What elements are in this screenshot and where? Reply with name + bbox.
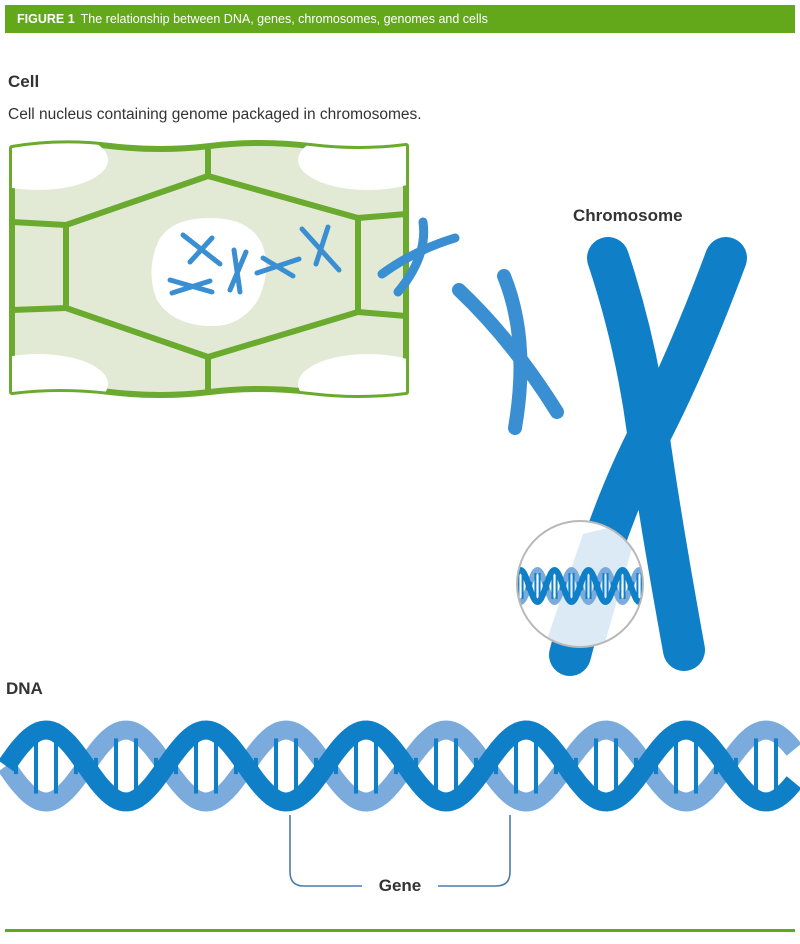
gene-bracket bbox=[289, 815, 511, 887]
figure-label: FIGURE 1 bbox=[17, 12, 75, 26]
nucleus bbox=[151, 218, 267, 327]
vacuole bbox=[298, 143, 406, 190]
plant-cell bbox=[9, 140, 460, 398]
dna-front-strand bbox=[517, 566, 643, 606]
chromosome-title: Chromosome bbox=[573, 206, 683, 225]
small-chromosome bbox=[254, 255, 302, 279]
nucleus-chromosomes bbox=[167, 224, 342, 296]
magnifier-lens bbox=[516, 520, 644, 648]
small-chromosome bbox=[167, 277, 215, 296]
dna-back-strand bbox=[0, 720, 800, 812]
figure-header: FIGURE 1 The relationship between DNA, g… bbox=[5, 5, 795, 33]
small-chromosome bbox=[299, 224, 342, 273]
gene-label: Gene bbox=[378, 876, 422, 895]
vacuole bbox=[12, 354, 108, 395]
dna-front-strand bbox=[0, 720, 800, 812]
vacuole bbox=[298, 354, 406, 395]
free-chromosome bbox=[452, 269, 564, 435]
small-chromosome bbox=[227, 247, 249, 295]
exiting-chromosome bbox=[377, 217, 460, 297]
cell-description: Cell nucleus containing genome packaged … bbox=[8, 106, 422, 123]
figure-caption: The relationship between DNA, genes, chr… bbox=[80, 12, 488, 26]
lens-dna-helix bbox=[517, 566, 643, 606]
bottom-rule bbox=[5, 929, 795, 932]
cell-walls bbox=[12, 143, 406, 395]
dna-title: DNA bbox=[6, 679, 43, 698]
cell-title: Cell bbox=[8, 72, 40, 91]
dna-double-helix bbox=[0, 720, 800, 812]
vacuole bbox=[12, 143, 108, 190]
small-chromosome bbox=[180, 232, 223, 267]
